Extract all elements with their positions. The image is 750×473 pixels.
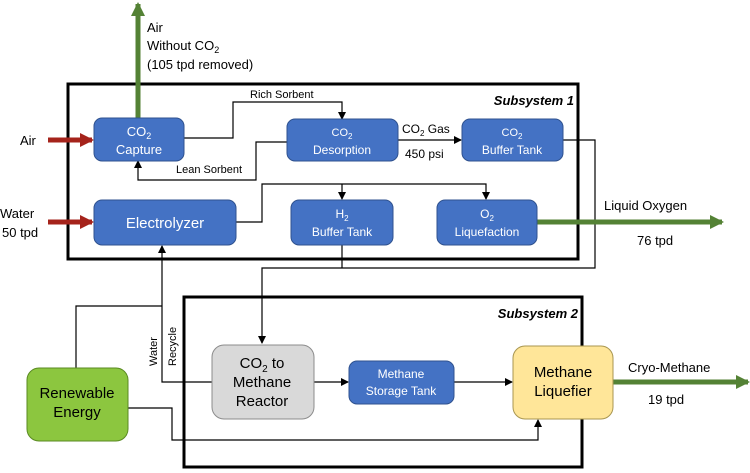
h2-buffer-tank-label-main: H [335, 207, 344, 221]
h2-buffer-tank-node[interactable]: H2 Buffer Tank [290, 199, 394, 246]
co2-buffer-tank-label-sub: 2 [518, 132, 523, 141]
svg-text:CO2: CO2 [127, 124, 152, 141]
methane-storage-tank-node[interactable]: Methane Storage Tank [348, 360, 455, 405]
renewable-label-line1: Renewable [39, 385, 114, 402]
liquefier-label-line2: Liquefier [534, 383, 592, 400]
subsystem2-title: Subsystem 2 [498, 306, 579, 321]
air-out-label-line2: Without CO [147, 38, 214, 53]
co2-buffer-tank-label-line2: Buffer Tank [482, 143, 543, 157]
pressure-label: 450 psi [405, 147, 444, 161]
lean-sorbent-label: Lean Sorbent [176, 164, 242, 176]
electrolyzer-label: Electrolyzer [126, 215, 204, 232]
air-in-label: Air [20, 133, 37, 148]
air-out-label-line1: Air [147, 20, 164, 35]
co2-buffer-tank-label-main: CO [502, 127, 519, 139]
co2-capture-label-main: CO [127, 124, 147, 139]
h2-buffer-tank-label-line2: Buffer Tank [312, 225, 373, 239]
co2-desorption-label-main: CO [332, 127, 349, 139]
svg-text:CO2 Gas: CO2 Gas [402, 122, 450, 138]
reactor-label-main: CO [240, 355, 263, 372]
rich-sorbent-label: Rich Sorbent [250, 89, 314, 101]
water-recycle-line [158, 245, 212, 383]
svg-text:H2: H2 [335, 207, 349, 223]
o2-liquefaction-node[interactable]: O2 Liquefaction [436, 199, 538, 246]
water-recycle-label-line2: Recycle [167, 327, 179, 366]
electrolyzer-out-line [236, 183, 490, 223]
svg-text:CO2 to: CO2 to [240, 355, 285, 375]
energy-to-electrolyzer-line [75, 305, 162, 368]
o2-liquefaction-label-line2: Liquefaction [455, 225, 520, 239]
co2-desorption-label-sub: 2 [348, 132, 353, 141]
reactor-label-line2: Methane [233, 374, 291, 391]
co2-capture-label-line2: Capture [116, 142, 162, 157]
co2-capture-label-sub: 2 [146, 131, 151, 141]
water-in-label-line2: 50 tpd [2, 225, 38, 240]
liquid-oxygen-label: Liquid Oxygen [604, 198, 687, 213]
h2-buffer-tank-label-sub: 2 [344, 214, 349, 223]
co2-buffer-tank-node[interactable]: CO2 Buffer Tank [461, 118, 564, 162]
co2-gas-label-sub: 2 [420, 129, 425, 138]
cryo-methane-label: Cryo-Methane [628, 360, 710, 375]
methane-rate-label: 19 tpd [648, 392, 684, 407]
co2-to-reactor-line [258, 139, 596, 344]
lean-sorbent-line [134, 141, 287, 181]
co2-methane-reactor-node[interactable]: CO2 to Methane Reactor [211, 344, 315, 420]
subsystem1-title: Subsystem 1 [494, 93, 574, 108]
subsystem1-boundary [66, 82, 580, 261]
methane-liquefier-node[interactable]: Methane Liquefier [512, 345, 614, 420]
reactor-label-sub: 2 [262, 364, 268, 375]
water-in-label-line1: Water [0, 206, 35, 221]
air-out-label-line3: (105 tpd removed) [147, 57, 253, 72]
methane-storage-label-line2: Storage Tank [366, 384, 437, 398]
liquefier-label-line1: Methane [534, 364, 592, 381]
renewable-energy-node[interactable]: Renewable Energy [26, 367, 129, 442]
co2-gas-label-main: CO [402, 122, 420, 136]
co2-desorption-node[interactable]: CO2 Desorption [286, 118, 399, 162]
o2-liquefaction-label-main: O [480, 207, 489, 221]
energy-to-liquefier-line [128, 407, 542, 441]
co2-capture-node[interactable]: CO2 Capture [93, 117, 185, 162]
rich-sorbent-line [184, 101, 346, 139]
reactor-label-line3: Reactor [236, 393, 289, 410]
svg-text:Without CO2: Without CO2 [147, 38, 219, 55]
svg-text:CO2: CO2 [332, 127, 354, 141]
reactor-label-rest: to [268, 355, 285, 372]
co2-gas-label-rest: Gas [424, 122, 449, 136]
renewable-label-line2: Energy [53, 404, 101, 421]
oxygen-rate-label: 76 tpd [637, 233, 673, 248]
svg-text:O2: O2 [480, 207, 494, 223]
o2-liquefaction-label-sub: 2 [489, 214, 494, 223]
electrolyzer-node[interactable]: Electrolyzer [93, 199, 237, 246]
methane-storage-label-line1: Methane [378, 367, 425, 381]
water-recycle-label-line1: Water [148, 337, 160, 366]
air-out-label-sub: 2 [214, 45, 219, 55]
svg-text:CO2: CO2 [502, 127, 524, 141]
co2-desorption-label-line2: Desorption [313, 143, 371, 157]
